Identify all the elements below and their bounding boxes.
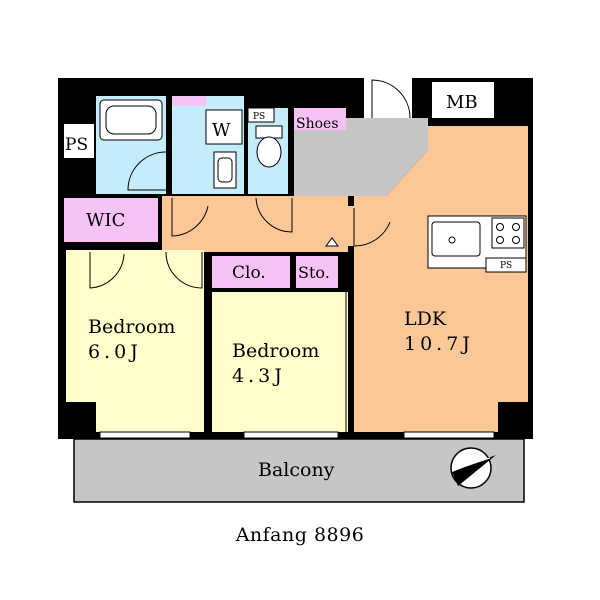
toilet-bowl <box>256 136 282 168</box>
burner <box>496 223 504 231</box>
ps-box-left <box>64 124 94 158</box>
bedroom-a-door-swing-2 <box>165 251 203 289</box>
storage-label: Sto. <box>298 263 330 282</box>
bedroom-b <box>212 292 348 432</box>
storage <box>296 256 338 288</box>
hallway <box>162 196 348 252</box>
stove <box>491 217 525 249</box>
closet-label: Clo. <box>232 263 266 283</box>
storage-strip <box>172 96 206 106</box>
ldk-room <box>354 126 528 432</box>
shoes-label: Shoes <box>296 116 339 132</box>
ldk-door-swing <box>353 208 391 247</box>
bedroom-b-name: Bedroom <box>232 340 319 362</box>
ps-box-top <box>247 107 275 123</box>
window <box>99 431 191 439</box>
kitchen-ps-label: PS <box>500 261 512 271</box>
bedroom-a-door-swing <box>89 252 125 289</box>
washbasin-inner <box>217 157 233 183</box>
toilet-door-swing <box>255 197 293 233</box>
walk-in-closet <box>64 198 158 242</box>
washer-space <box>205 109 243 145</box>
balcony <box>73 438 525 503</box>
ps-small-label: PS <box>253 112 265 122</box>
door-opening <box>348 206 354 246</box>
compass-icon <box>450 447 496 489</box>
balcony-label: Balcony <box>258 459 335 481</box>
window <box>403 431 495 439</box>
bedroom-b-size: 4.3J <box>232 365 286 387</box>
washer-label: W <box>212 120 231 141</box>
wic-label: WIC <box>86 210 125 231</box>
ldk-name: LDK <box>404 308 447 330</box>
bedroom-a <box>66 250 204 432</box>
burner <box>512 223 520 231</box>
bedroom-a-size: 6.0J <box>88 341 142 363</box>
meter-box <box>432 82 494 118</box>
toilet-tank <box>255 125 283 139</box>
meter-box-label: MB <box>446 92 478 113</box>
shoes-cabinet <box>294 108 346 130</box>
closet <box>212 256 290 288</box>
sink <box>431 221 481 257</box>
bedroom-a-name: Bedroom <box>88 316 175 338</box>
bath-door-swing <box>127 151 167 191</box>
storage-door-mark <box>325 237 339 247</box>
bath-door-swing <box>171 198 209 237</box>
window <box>243 431 339 439</box>
burner <box>512 236 520 244</box>
kitchen-ps-box <box>485 257 527 273</box>
sink-drain <box>448 236 456 244</box>
plan-caption: Anfang 8896 <box>235 524 365 546</box>
entrance-area <box>294 118 428 196</box>
entry-door-swing <box>371 79 411 119</box>
burner <box>496 236 504 244</box>
bathtub-inner <box>105 105 157 135</box>
ldk-size: 10.7J <box>404 333 474 355</box>
ps-label: PS <box>65 135 88 155</box>
